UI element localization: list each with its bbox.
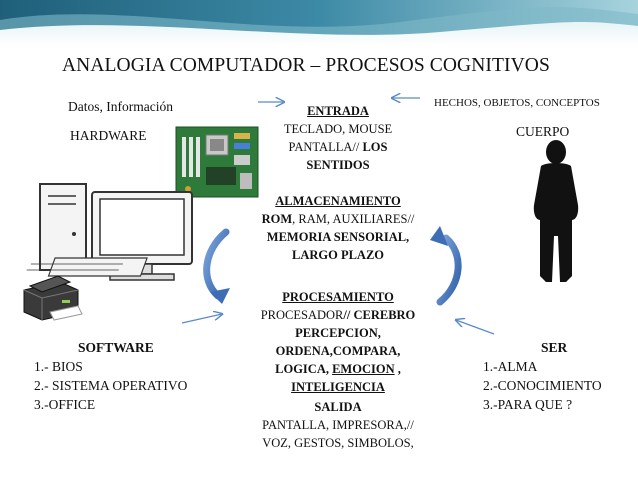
- almacenamiento-line-3: LARGO PLAZO: [291, 248, 385, 262]
- procesamiento-block: PROCESAMIENTO PROCESADOR// CEREBRO PERCE…: [238, 288, 438, 396]
- person-silhouette-icon: [533, 140, 579, 282]
- motherboard-icon: [175, 126, 259, 198]
- procesamiento-title: PROCESAMIENTO: [282, 290, 394, 304]
- almacenamiento-title: ALMACENAMIENTO: [275, 194, 401, 208]
- cycle-arrow-left: [203, 228, 230, 304]
- software-title: SOFTWARE: [78, 340, 154, 355]
- ser-item-1: 1.-ALMA: [483, 359, 538, 374]
- entrada-block: ENTRADA TECLADO, MOUSE PANTALLA// LOS SE…: [263, 102, 413, 174]
- procesamiento-line-3: ORDENA,COMPARA,: [275, 344, 401, 358]
- almacenamiento-line-2: MEMORIA SENSORIAL,: [266, 230, 410, 244]
- datos-label: Datos, Información: [68, 99, 173, 114]
- software-item-1: 1.- BIOS: [34, 359, 83, 374]
- procesamiento-line-2: PERCEPCION,: [295, 326, 381, 340]
- salida-line-2: VOZ, GESTOS, SIMBOLOS,: [262, 436, 414, 450]
- entrada-line-3: SENTIDOS: [306, 158, 370, 172]
- cycle-arrow-right: [430, 226, 462, 306]
- ser-title: SER: [541, 340, 568, 355]
- arrow-ser-to-procesamiento: [456, 320, 495, 335]
- software-item-3: 3.-OFFICE: [34, 397, 96, 412]
- entrada-line-2: PANTALLA// LOS: [288, 140, 388, 154]
- arrow-software-to-procesamiento: [181, 314, 222, 324]
- printer-icon: [23, 275, 83, 321]
- procesamiento-line-5: INTELIGENCIA: [291, 380, 385, 394]
- procesamiento-line-1: PROCESADOR// CEREBRO: [260, 308, 416, 322]
- salida-title: SALIDA: [314, 400, 362, 414]
- ser-item-3: 3.-PARA QUE ?: [483, 397, 573, 412]
- computer-icon: [26, 183, 193, 281]
- entrada-title: ENTRADA: [307, 104, 369, 118]
- cuerpo-label: CUERPO: [516, 124, 570, 139]
- header-banner: [0, 0, 638, 46]
- page-title: ANALOGIA COMPUTADOR – PROCESOS COGNITIVO…: [62, 55, 550, 76]
- entrada-line-1: TECLADO, MOUSE: [283, 122, 393, 136]
- procesamiento-line-4: LOGICA, EMOCION ,: [275, 362, 401, 376]
- ser-item-2: 2.-CONOCIMIENTO: [483, 378, 602, 393]
- hardware-label: HARDWARE: [70, 128, 147, 143]
- almacenamiento-line-1: ROM, RAM, AUXILIARES//: [261, 212, 415, 226]
- software-item-2: 2.- SISTEMA OPERATIVO: [34, 378, 188, 393]
- salida-line-1: PANTALLA, IMPRESORA,//: [262, 418, 414, 432]
- salida-block: SALIDA PANTALLA, IMPRESORA,// VOZ, GESTO…: [248, 398, 428, 452]
- almacenamiento-block: ALMACENAMIENTO ROM, RAM, AUXILIARES// ME…: [238, 192, 438, 264]
- hechos-label: HECHOS, OBJETOS, CONCEPTOS: [434, 97, 600, 109]
